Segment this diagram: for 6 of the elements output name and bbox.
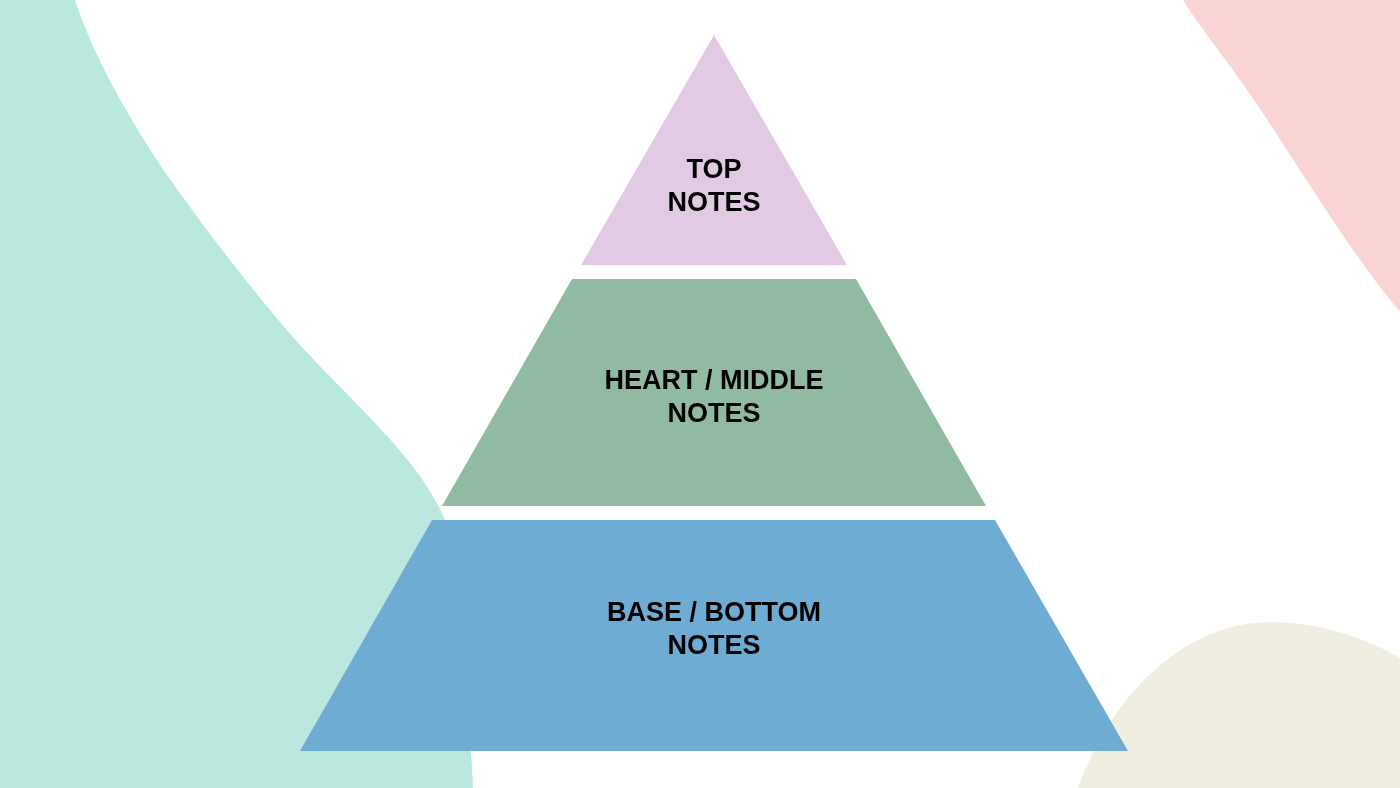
- tier-label: BASE / BOTTOM NOTES: [606, 596, 822, 662]
- pyramid-middle-tier: [442, 279, 986, 506]
- pyramid-top-tier: [581, 35, 847, 265]
- pyramid-base-tier: [300, 520, 1128, 751]
- tier-label: TOP NOTES: [666, 153, 762, 219]
- tier-label: HEART / MIDDLE NOTES: [603, 364, 825, 430]
